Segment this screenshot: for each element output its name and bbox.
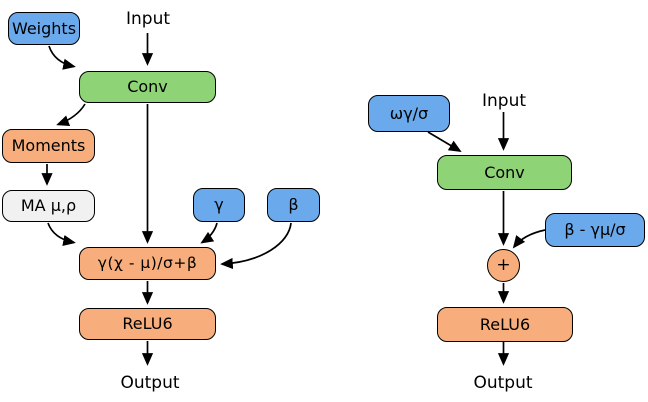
arrow-weights-to-conv: [48, 45, 76, 70]
input-label-right: Input: [481, 91, 527, 111]
node-bn-formula: γ(χ - μ)/σ+β: [79, 247, 216, 280]
output-label-left: Output: [120, 373, 180, 393]
node-beta: β: [267, 188, 320, 222]
node-folded-weights: ωγ/σ: [368, 95, 450, 132]
node-moving-average: MA μ,ρ: [2, 190, 95, 222]
node-relu6-left: ReLU6: [79, 308, 216, 340]
node-moments: Moments: [2, 129, 95, 163]
arrow-folded-weights-to-conv: [427, 131, 462, 152]
node-gamma: γ: [193, 188, 245, 222]
output-label-right: Output: [473, 373, 533, 393]
arrow-conv-to-moments: [56, 103, 86, 126]
node-conv-right: Conv: [437, 155, 572, 190]
arrow-beta-to-formula: [220, 222, 292, 270]
arrow-gamma-to-formula: [200, 222, 218, 244]
arrow-folded-bias-to-add: [512, 229, 546, 249]
node-weights: Weights: [8, 12, 80, 45]
node-relu6-right: ReLU6: [437, 307, 573, 342]
arrow-ma-to-formula: [47, 222, 76, 246]
node-add-op: +: [487, 249, 520, 282]
node-folded-bias: β - γμ/σ: [545, 213, 645, 247]
input-label-left: Input: [125, 9, 171, 29]
node-conv-left: Conv: [79, 71, 216, 103]
